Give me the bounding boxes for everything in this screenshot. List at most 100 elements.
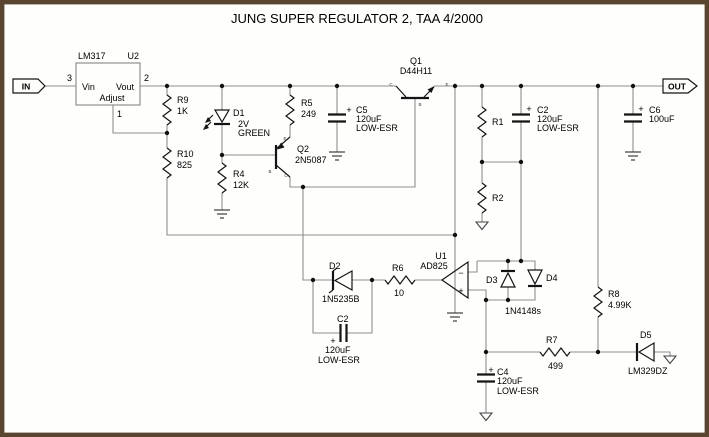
opamp-noninverting-sign: + xyxy=(458,286,463,296)
led-triangle xyxy=(213,109,231,124)
resistor-ref: R7 xyxy=(546,335,558,345)
earth-ground-icon xyxy=(446,312,464,322)
transistor-pin-b: B xyxy=(418,102,421,107)
resistor-value: 1K xyxy=(177,106,188,116)
lm317-regulator: LM317 U2 Vin Vout Adjust 3 2 1 xyxy=(67,51,149,119)
junction-dots xyxy=(164,83,636,355)
opamp-triangle xyxy=(440,260,469,300)
capacitor-c2-top: + C2 120uF LOW-ESR xyxy=(512,104,579,133)
zener-d2: D2 1N5235B xyxy=(322,261,360,304)
capacitor-plates xyxy=(477,373,495,383)
lm317-pin3-number: 3 xyxy=(67,73,72,83)
transistor-pin-b: B xyxy=(268,169,271,174)
diode-ref: D4 xyxy=(546,273,558,283)
resistor-body xyxy=(477,182,487,214)
resistor-body xyxy=(162,94,172,126)
resistor-value: 12K xyxy=(233,180,249,190)
resistor-body xyxy=(162,147,172,179)
diode-triangle xyxy=(637,341,655,363)
ground-symbols xyxy=(213,151,677,422)
capacitor-polarity: + xyxy=(346,105,351,115)
transistor-pin-e: E xyxy=(445,82,448,87)
transistor-emitter-arrow xyxy=(277,142,285,150)
arrow-ground-icon xyxy=(479,412,493,422)
transistor-q2: Q2 2N5087 E B C xyxy=(268,136,326,178)
capacitor-value: 120uF xyxy=(497,376,523,386)
lm317-pin-vout: Vout xyxy=(116,82,135,92)
capacitor-value: 100uF xyxy=(649,114,675,124)
led-arrowhead xyxy=(203,124,209,130)
wire-c2b-loop xyxy=(312,280,373,334)
lm317-pin2-number: 2 xyxy=(144,73,149,83)
terminal-in: IN xyxy=(12,78,46,94)
resistor-value: 499 xyxy=(548,361,563,371)
opamp-inverting-sign: − xyxy=(458,268,463,278)
transistor-pin-c: C xyxy=(284,173,288,178)
diode-d4: D4 xyxy=(527,269,558,288)
capacitor-ref: C6 xyxy=(649,105,661,115)
diode-ref: D5 xyxy=(640,330,652,340)
capacitor-note: LOW-ESR xyxy=(356,123,398,133)
capacitor-plates xyxy=(339,324,348,342)
lm317-pin1-number: 1 xyxy=(117,109,122,119)
resistor-r4: R4 12K xyxy=(217,162,249,194)
led-arrowhead xyxy=(205,117,211,123)
diode-triangle xyxy=(527,269,543,286)
led-d1: D1 2V GREEN xyxy=(203,108,270,138)
resistor-ref: R8 xyxy=(608,289,620,299)
resistor-ref: R9 xyxy=(177,95,189,105)
arrow-ground-icon xyxy=(475,221,489,231)
transistor-ref: Q2 xyxy=(297,144,309,154)
capacitor-c6: + C6 100uF xyxy=(624,104,675,124)
capacitor-c2-bottom: C2 + 120uF LOW-ESR xyxy=(318,314,360,365)
resistor-ref: R5 xyxy=(301,98,313,108)
resistor-value: 10 xyxy=(394,288,404,298)
wire-c4-r7 xyxy=(485,300,598,413)
capacitor-value: 120uF xyxy=(537,114,563,124)
capacitor-value: 120uF xyxy=(325,345,351,355)
capacitor-plates xyxy=(328,113,346,123)
page-title: JUNG SUPER REGULATOR 2, TAA 4/2000 xyxy=(231,11,483,26)
capacitor-ref: C5 xyxy=(356,105,368,115)
wire-opamp-inputs xyxy=(468,261,487,300)
opamp-ref: U1 xyxy=(435,251,447,261)
resistor-ref: R4 xyxy=(233,169,245,179)
zener-hooks xyxy=(328,267,338,294)
transistor-pin-c: C xyxy=(389,82,393,87)
resistor-body xyxy=(539,347,571,357)
transistor-emitter-arrow xyxy=(427,86,435,93)
capacitor-ref: C2 xyxy=(537,105,549,115)
resistor-ref: R1 xyxy=(492,117,504,127)
wire-diode-block xyxy=(477,260,536,301)
transistor-legs xyxy=(395,85,435,98)
resistor-value: 249 xyxy=(301,109,316,119)
lm317-body xyxy=(75,62,141,106)
capacitor-note: LOW-ESR xyxy=(537,123,579,133)
transistor-part: D44H11 xyxy=(400,66,432,76)
diode-part: LM329DZ xyxy=(628,366,668,376)
earth-ground-icon xyxy=(624,151,642,161)
lm317-ref-label: U2 xyxy=(127,51,139,61)
transistor-q1: Q1 D44H11 C B E xyxy=(389,56,448,107)
capacitor-value: 120uF xyxy=(356,114,382,124)
wire-adjust xyxy=(112,105,167,134)
resistor-r9: R9 1K xyxy=(162,94,189,126)
resistor-r7: R7 499 xyxy=(539,335,571,371)
capacitor-polarity: + xyxy=(488,365,493,375)
capacitor-ref: C4 xyxy=(497,367,509,377)
resistor-ref: R2 xyxy=(492,193,504,203)
capacitor-polarity: + xyxy=(526,104,531,114)
resistor-body xyxy=(477,106,487,138)
transistor-part: 2N5087 xyxy=(295,155,327,165)
diode-d3: D3 xyxy=(486,269,516,288)
resistor-r6: R6 10 xyxy=(384,263,416,298)
earth-ground-icon xyxy=(213,209,231,219)
resistor-body xyxy=(217,162,227,194)
wire-d5 xyxy=(598,351,671,356)
resistor-body xyxy=(384,275,416,285)
capacitor-polarity: + xyxy=(638,104,643,114)
resistor-r5: R5 249 xyxy=(285,94,316,126)
opamp-part: AD825 xyxy=(420,261,448,271)
